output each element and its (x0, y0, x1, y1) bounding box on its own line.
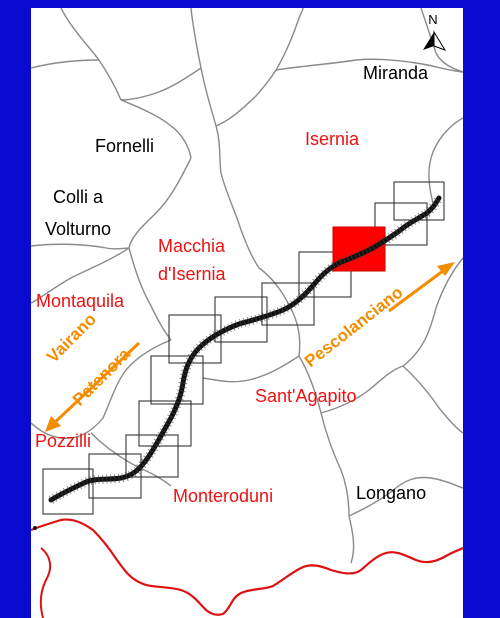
boundary-line (402, 257, 463, 367)
boundary-line (320, 365, 404, 414)
tile (42, 468, 94, 515)
boundary-line (120, 99, 192, 159)
tile (374, 202, 428, 246)
label-monteroduni: Monteroduni (173, 486, 274, 506)
boundary-line (31, 339, 172, 440)
road-end-marker (33, 526, 37, 530)
regional-border (31, 518, 463, 616)
boundary-line (60, 8, 122, 101)
boundary-line (128, 157, 192, 249)
label-pozzilli: Pozzilli (35, 431, 92, 451)
label-isernia: Isernia (305, 129, 360, 149)
regional-border-branch (39, 547, 52, 618)
boundary-line (275, 58, 463, 73)
tile (168, 314, 222, 364)
boundary-line (428, 117, 463, 204)
arrow-pescolanciano (388, 266, 448, 313)
tile (261, 282, 315, 326)
tile (214, 296, 268, 343)
label-santagapito: Sant'Agapito (255, 386, 357, 406)
label-colli-a: Colli a (53, 187, 104, 207)
label-fornelli: Fornelli (95, 136, 155, 156)
tile (138, 400, 192, 447)
boundary-line (31, 247, 130, 304)
boundary-line (420, 8, 463, 73)
tile (88, 453, 142, 499)
arrow-head (437, 262, 455, 276)
north-label: N (428, 12, 438, 27)
boundary-line (348, 476, 463, 517)
boundary-line (220, 172, 260, 269)
label-longano: Longano (356, 483, 427, 503)
boundary-line (90, 432, 172, 487)
boundary-line (215, 69, 277, 127)
tile (298, 251, 352, 298)
direction-arrows (45, 262, 455, 432)
boundary-line (190, 8, 222, 174)
road-route-texture (48, 195, 443, 504)
boundary-line (31, 59, 100, 69)
boundary-line (298, 355, 350, 517)
label-volturno: Volturno (45, 219, 112, 239)
north-arrow-icon (423, 30, 447, 51)
boundary-line (202, 355, 300, 383)
map-graphics (31, 8, 463, 618)
boundary-line (128, 247, 172, 341)
boundary-line (31, 243, 130, 250)
map-canvas: N Miranda Fornelli Isernia Colli a Voltu… (31, 8, 463, 618)
tile (125, 434, 179, 478)
boundary-line (275, 8, 304, 71)
boundary-line (258, 267, 301, 357)
municipal-boundaries (31, 8, 463, 564)
label-miranda: Miranda (363, 63, 429, 83)
boundary-line (402, 365, 463, 434)
tile-grid (42, 181, 445, 515)
arrow-head (45, 416, 61, 432)
arrow-vairano (49, 341, 141, 428)
boundary-line (120, 67, 202, 101)
boundary-line (348, 515, 355, 564)
label-montaquila: Montaquila (36, 291, 125, 311)
label-macchia: Macchia (158, 236, 226, 256)
label-disernia: d'Isernia (158, 264, 226, 284)
